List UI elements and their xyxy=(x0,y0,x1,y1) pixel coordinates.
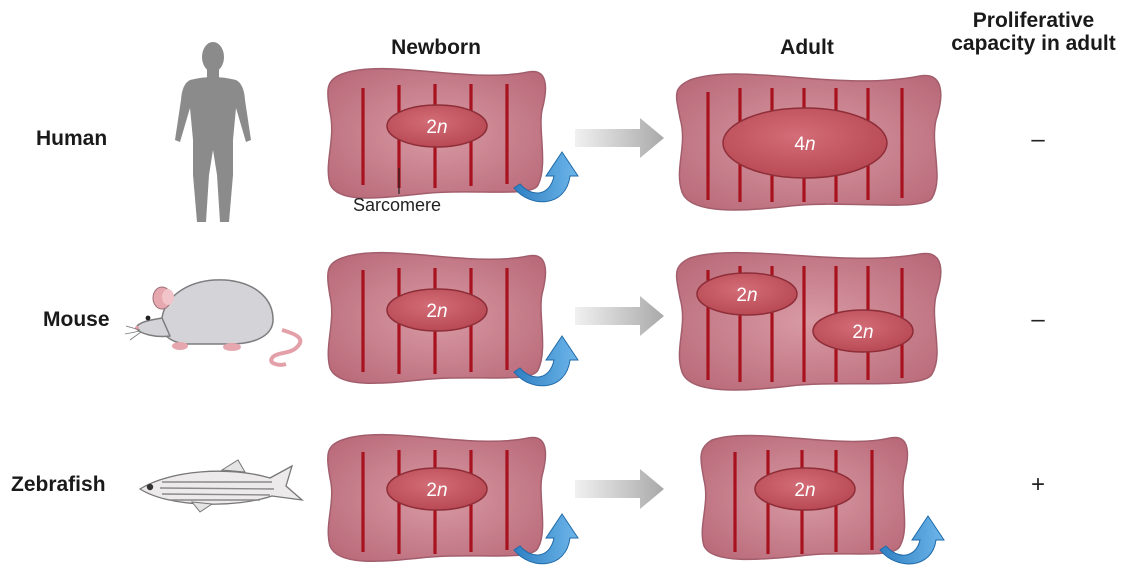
adult-nucleus-zebrafish: 2n xyxy=(755,468,855,510)
adult-nucleus-human-4n: 4n xyxy=(723,108,887,178)
gray-right-arrow-icon xyxy=(575,296,664,336)
svg-text:2n: 2n xyxy=(794,480,815,501)
zebrafish-icon xyxy=(140,460,302,512)
gray-right-arrow-icon xyxy=(575,469,664,509)
mouse-icon xyxy=(125,280,300,365)
svg-text:2n: 2n xyxy=(426,301,447,322)
newborn-nucleus-human: 2n xyxy=(387,105,487,147)
newborn-nucleus-mouse: 2n xyxy=(387,289,487,331)
adult-nucleus-mouse-1: 2n xyxy=(697,273,797,315)
newborn-nucleus-zebrafish: 2n xyxy=(387,468,487,510)
human-silhouette-icon xyxy=(175,42,251,222)
gray-right-arrow-icon xyxy=(575,118,664,158)
svg-text:2n: 2n xyxy=(736,285,757,306)
svg-text:2n: 2n xyxy=(852,322,873,343)
adult-nucleus-mouse-2: 2n xyxy=(813,310,913,352)
sarcomere-label: Sarcomere xyxy=(353,195,441,215)
svg-text:2n: 2n xyxy=(426,117,447,138)
svg-text:2n: 2n xyxy=(426,480,447,501)
svg-text:4n: 4n xyxy=(794,134,815,155)
